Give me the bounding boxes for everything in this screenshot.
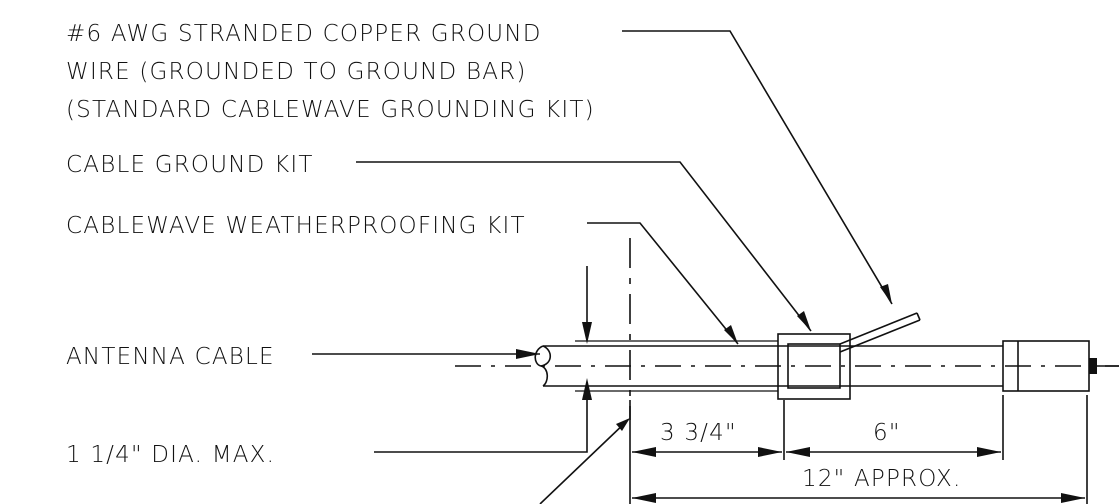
- dim-b-label: 6": [873, 420, 901, 446]
- bottom-diagonal-arrow: [616, 418, 630, 431]
- dim-total-label: 12" APPROX.: [802, 466, 962, 492]
- dim-a-arrow-left: [632, 447, 656, 457]
- antenna-cable-label: ANTENNA CABLE: [66, 344, 275, 370]
- diameter-bottom-arrow: [582, 378, 592, 400]
- dim-a-arrow-right: [758, 447, 782, 457]
- ground-wire-bottom: [839, 319, 921, 353]
- cable-ground-kit-clamp-inner: [787, 343, 841, 389]
- ground-wire-leader-arrow: [880, 284, 892, 304]
- cable-break-curl: [540, 345, 552, 367]
- connector-pin: [1089, 358, 1097, 374]
- ground-wire-label-line3: (STANDARD CABLEWAVE GROUNDING KIT): [66, 97, 595, 123]
- cable-ground-kit-label: CABLE GROUND KIT: [66, 152, 314, 178]
- weatherproofing-kit-leader: [587, 222, 739, 345]
- diameter-leader: [374, 400, 588, 453]
- ground-wire-leader: [622, 30, 893, 305]
- dim-total-arrow-left: [632, 493, 656, 503]
- dim-b-arrow-right: [977, 447, 1001, 457]
- dim-total-arrow-right: [1061, 493, 1085, 503]
- cable-ground-kit-clamp-outer: [777, 333, 851, 400]
- weatherproofing-kit-leader-arrow: [724, 325, 738, 344]
- ground-wire-label-line2: WIRE (GROUNDED TO GROUND BAR): [66, 59, 527, 85]
- ground-wire-top: [839, 312, 918, 345]
- dim-b-arrow-left: [786, 447, 810, 457]
- bottom-diagonal-leader: [539, 419, 629, 504]
- diameter-top-arrow: [582, 322, 592, 344]
- cable-ground-kit-leader: [356, 161, 812, 332]
- ground-wire-label-line1: #6 AWG STRANDED COPPER GROUND: [66, 21, 542, 47]
- weatherproofing-kit-label: CABLEWAVE WEATHERPROOFING KIT: [66, 213, 526, 239]
- dim-a-label: 3 3/4": [660, 420, 737, 446]
- cable-ground-kit-leader-arrow: [797, 311, 811, 331]
- ground-wire-end: [916, 312, 921, 321]
- antenna-cable-leader-arrow: [516, 349, 540, 359]
- diameter-label: 1 1/4" DIA. MAX.: [66, 442, 275, 468]
